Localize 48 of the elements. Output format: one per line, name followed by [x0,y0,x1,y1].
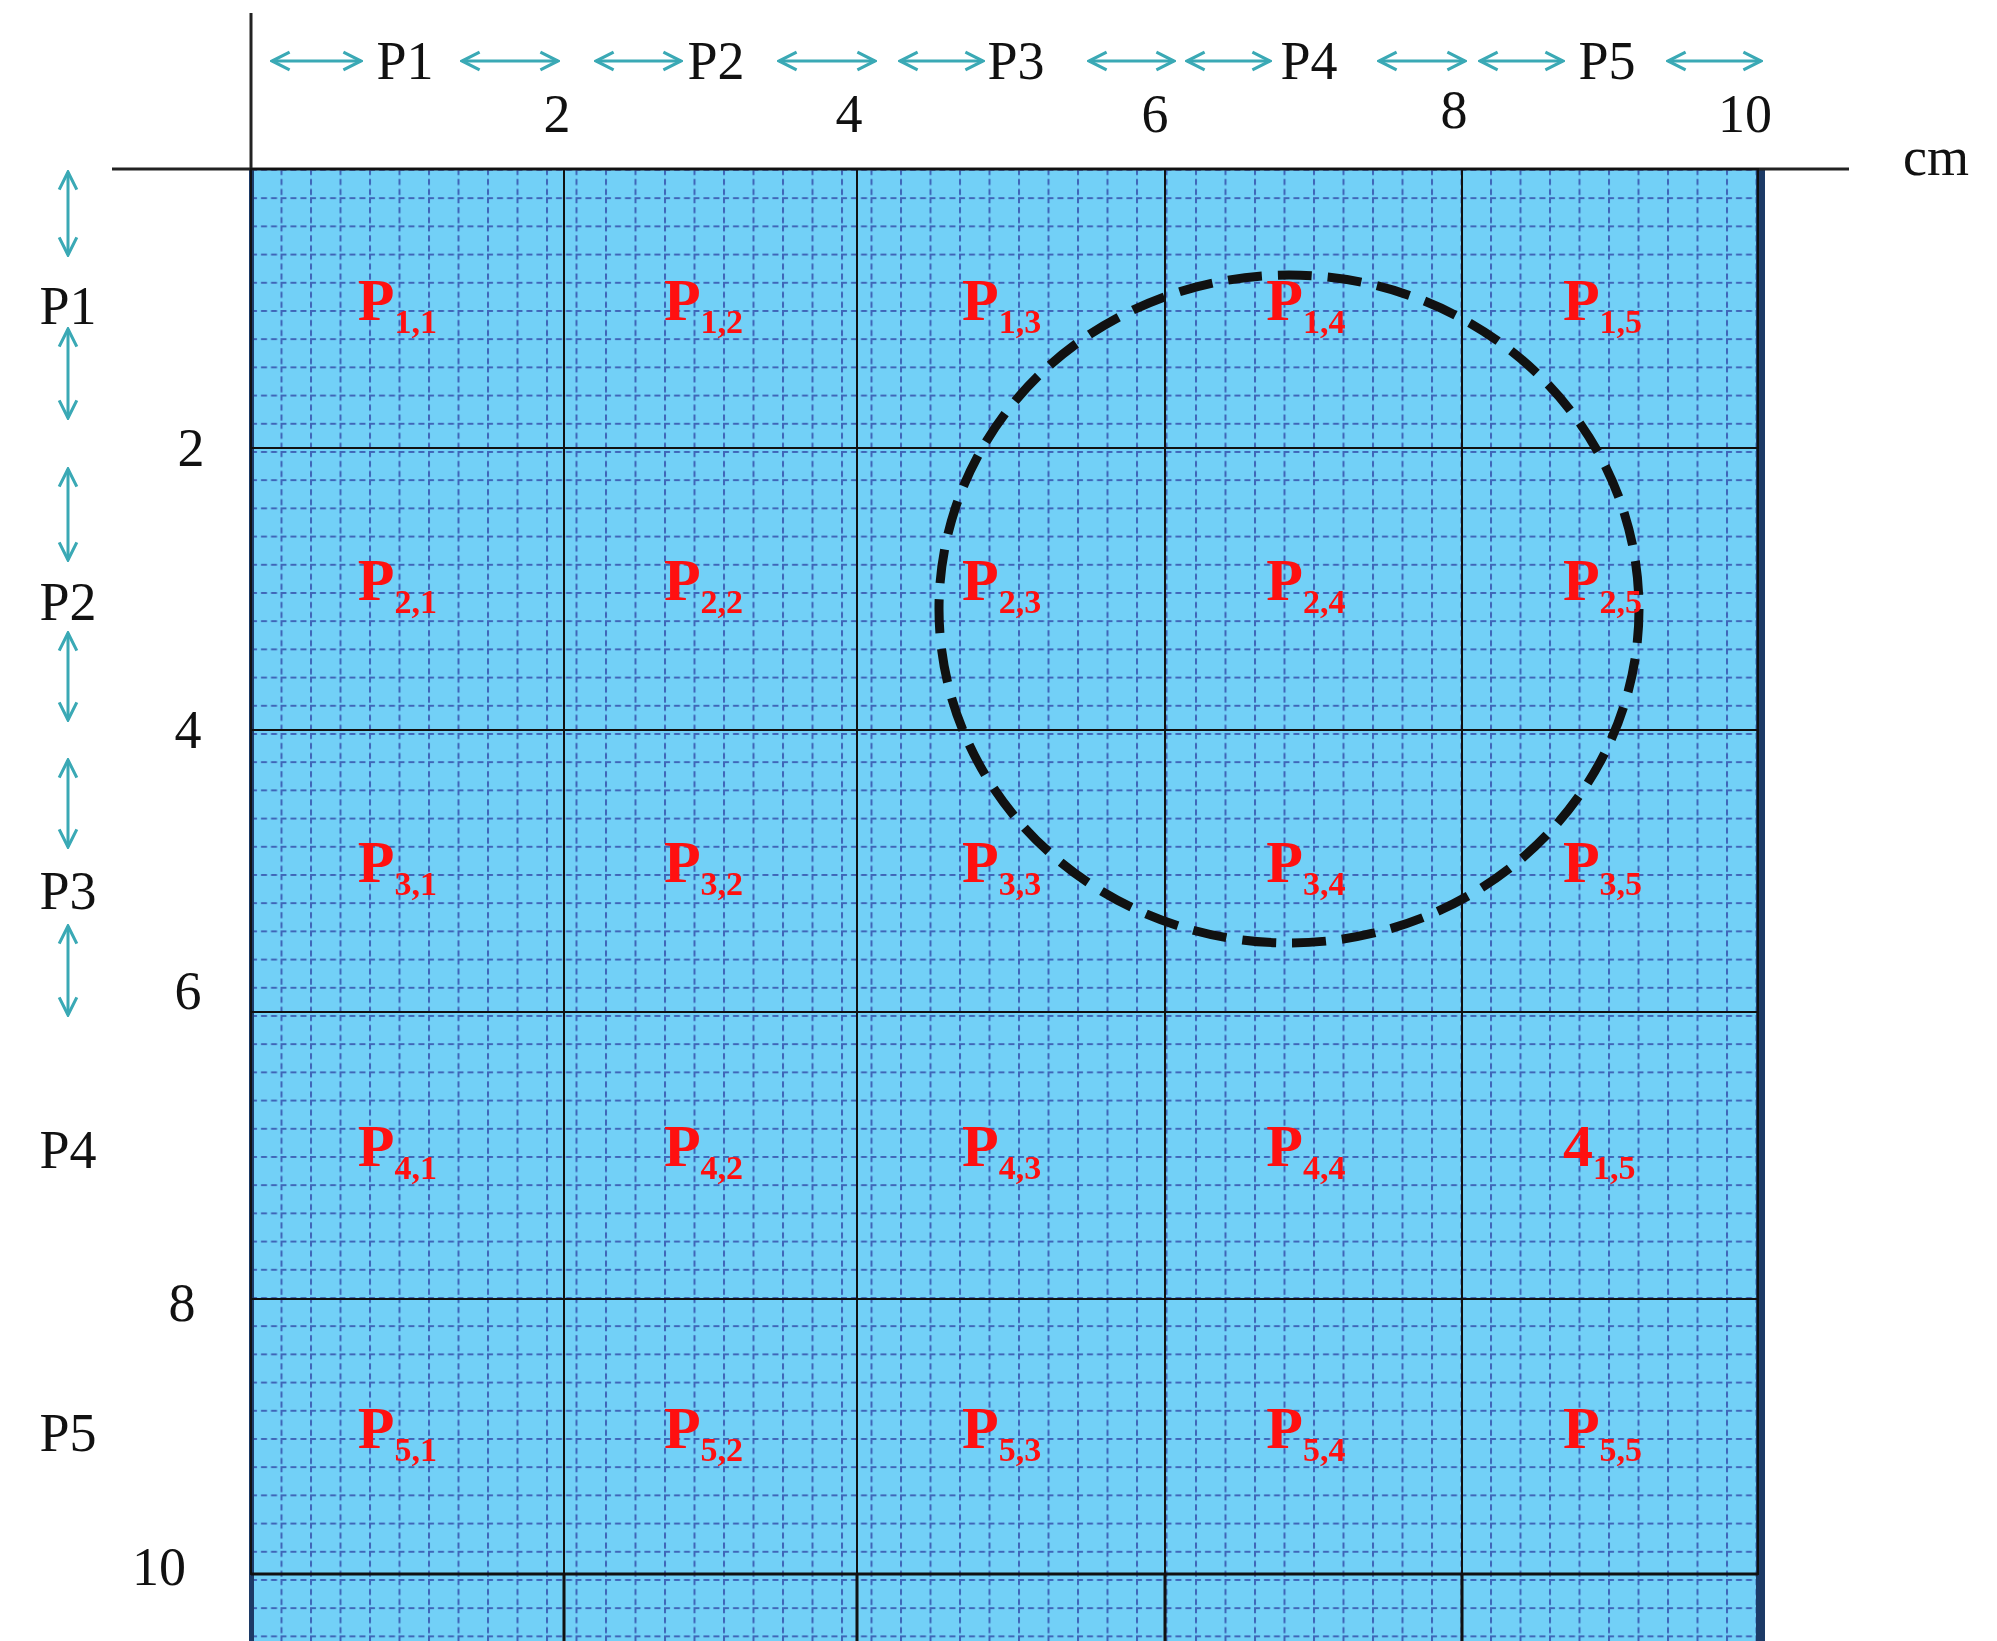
tick-label: 2 [543,87,571,141]
axis-label: P5 [1578,34,1636,88]
axis-label: P2 [39,575,97,629]
cell-label: P$_{5,4}$ [1266,1398,1346,1468]
cell-label: P$_{3,2}$ [663,831,744,901]
cell-label: P$_{2,1}$ [357,549,437,619]
grid-cell [1461,168,1759,449]
axis-label: P1 [376,34,434,88]
axis-label: P3 [39,864,97,918]
tick-label: 6 [1141,87,1169,141]
cell-label: P$_{2,2}$ [663,549,744,619]
cell-label: P$_{5,5}$ [1562,1398,1643,1468]
cell-label: P$_{1,2}$ [663,269,744,339]
cell-label: P$_{3,4}$ [1266,831,1346,901]
grid-cell [250,168,565,449]
cell-label: P$_{3,3}$ [962,831,1042,901]
cell-label: P$_{1,4}$ [1266,269,1346,339]
tick-label: 8 [1440,83,1468,137]
axis-label: P3 [987,34,1045,88]
cell-label: P$_{4,1}$ [357,1115,437,1185]
tick-label: 6 [174,964,202,1018]
cell-label: P$_{5,3}$ [962,1398,1042,1468]
cell-label: P$_{3,5}$ [1562,831,1643,901]
cell-label: 4$_{1,5}$ [1562,1115,1636,1185]
tick-label: 4 [835,87,863,141]
cell-label: P$_{3,1}$ [357,831,437,901]
tick-label: 8 [168,1276,196,1330]
cell-label: P$_{1,5}$ [1562,269,1643,339]
cell-label: P$_{1,1}$ [357,269,437,339]
axis-label: P5 [39,1406,97,1460]
axis-label: P2 [687,34,745,88]
cell-label: P$_{5,1}$ [357,1398,437,1468]
tick-label: 2 [177,421,205,475]
cell-label: P$_{4,3}$ [962,1115,1042,1185]
cell-label: P$_{4,2}$ [663,1115,744,1185]
cell-label: P$_{2,5}$ [1562,549,1643,619]
axis-label: P1 [39,279,97,333]
axis-label: P4 [1280,34,1338,88]
cell-label: P$_{4,4}$ [1266,1115,1346,1185]
cell-label: P$_{2,3}$ [962,549,1042,619]
tick-label: 10 [132,1540,186,1594]
cell-label: P$_{2,4}$ [1266,549,1346,619]
unit-label: cm [1903,130,1969,184]
cell-label: P$_{5,2}$ [663,1398,744,1468]
tick-label: 4 [174,703,202,757]
tick-label: 10 [1718,87,1772,141]
axis-label: P4 [39,1123,97,1177]
cell-label: P$_{1,3}$ [962,269,1042,339]
